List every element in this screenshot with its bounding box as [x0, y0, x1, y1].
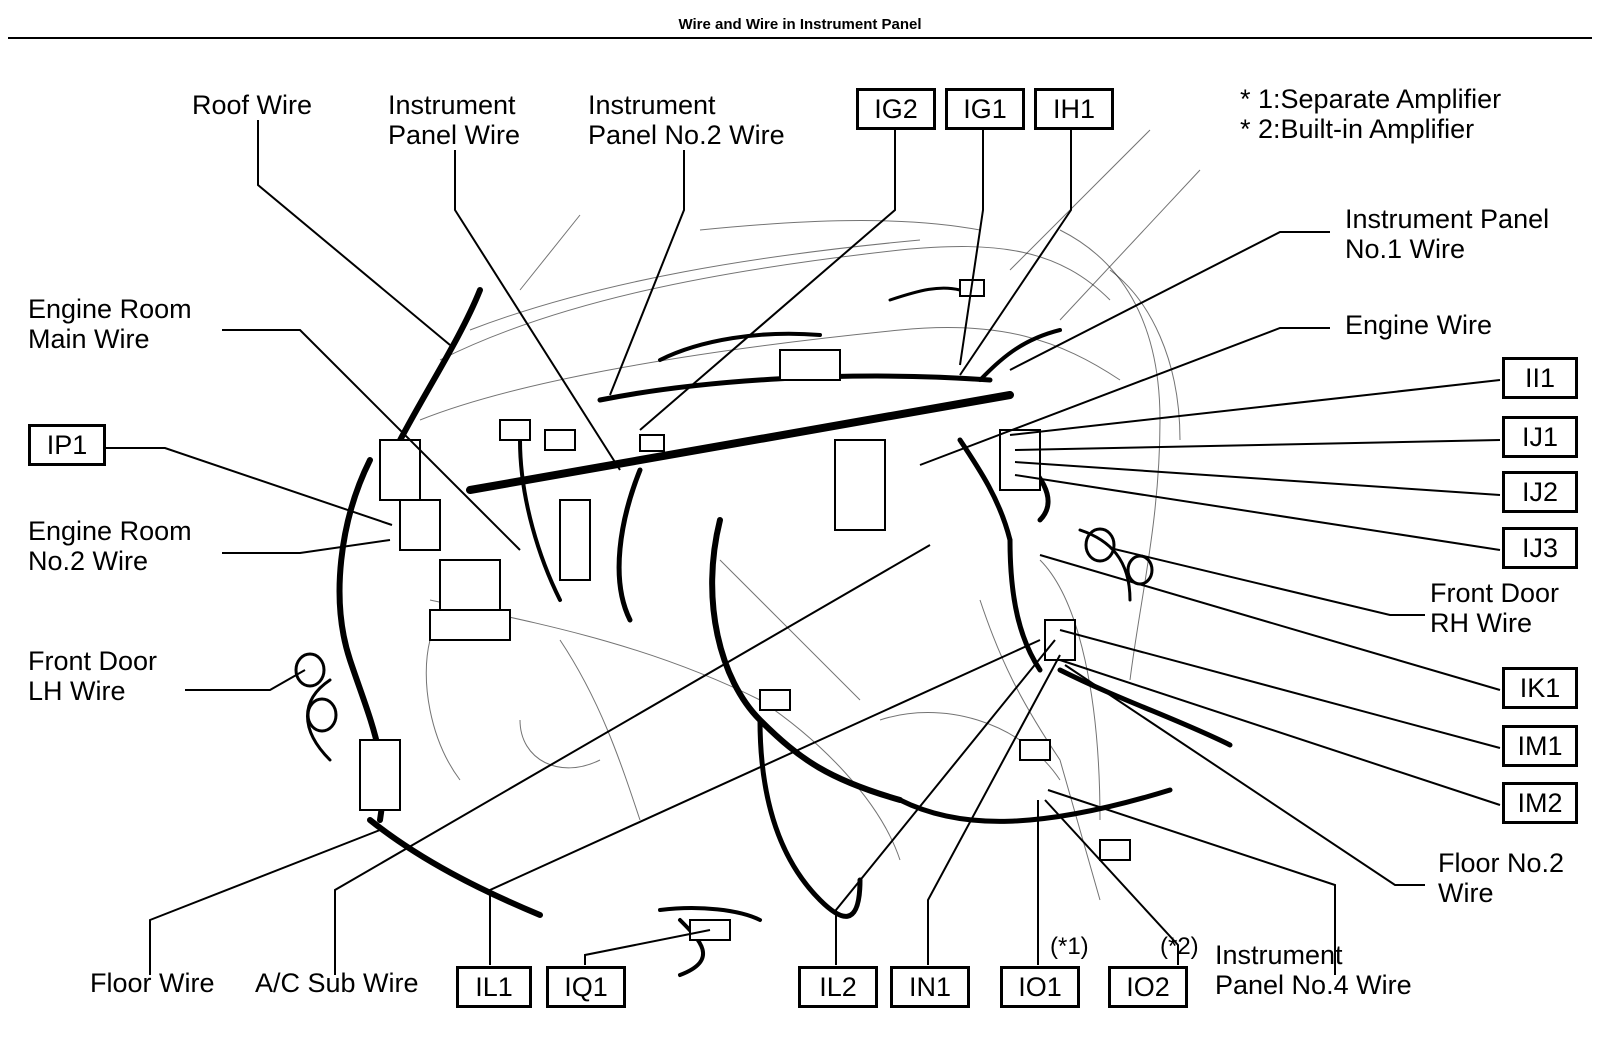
mark-io1-amplifier: (*1) — [1050, 933, 1089, 960]
note-built-in-amplifier: * 2:Built-in Amplifier — [1240, 114, 1475, 144]
leader-lines — [105, 120, 1501, 975]
label-front-door-lh-wire-line1: Front Door — [28, 646, 158, 676]
connector-blocks — [359, 279, 1131, 941]
label-roof-wire: Roof Wire — [192, 90, 313, 120]
connector-ij2[interactable]: IJ2 — [1502, 471, 1578, 513]
label-engine-room-main-wire-line2: Main Wire — [28, 324, 150, 354]
connector-ig1[interactable]: IG1 — [945, 88, 1025, 130]
mark-io2-amplifier: (*2) — [1160, 933, 1199, 960]
page-title: Wire and Wire in Instrument Panel — [678, 16, 922, 33]
label-ac-sub-wire: A/C Sub Wire — [255, 968, 419, 998]
connector-iq1[interactable]: IQ1 — [546, 966, 626, 1008]
connector-in1[interactable]: IN1 — [890, 966, 970, 1008]
title-rule — [8, 37, 1592, 39]
label-instrument-panel-no2-wire-line1: Instrument — [588, 90, 716, 120]
label-engine-room-main-wire-line1: Engine Room — [28, 294, 192, 324]
label-engine-room-no2-wire-line2: No.2 Wire — [28, 546, 149, 576]
label-instrument-panel-no4-wire-line1: Instrument — [1215, 940, 1343, 970]
connector-il2[interactable]: IL2 — [798, 966, 878, 1008]
connector-ii1[interactable]: II1 — [1502, 357, 1578, 399]
label-instrument-panel-no1-wire-line2: No.1 Wire — [1345, 234, 1466, 264]
label-front-door-lh-wire-line2: LH Wire — [28, 676, 126, 706]
label-instrument-panel-no2-wire-line2: Panel No.2 Wire — [588, 120, 785, 150]
label-floor-no2-wire-line2: Wire — [1438, 878, 1494, 908]
connector-io1[interactable]: IO1 — [1000, 966, 1080, 1008]
connector-ip1[interactable]: IP1 — [28, 424, 106, 466]
note-separate-amplifier: * 1:Separate Amplifier — [1240, 84, 1502, 114]
connector-io2[interactable]: IO2 — [1108, 966, 1188, 1008]
label-engine-room-no2-wire-line1: Engine Room — [28, 516, 192, 546]
label-front-door-rh-wire-line2: RH Wire — [1430, 608, 1532, 638]
label-floor-wire: Floor Wire — [90, 968, 215, 998]
connector-im1[interactable]: IM1 — [1502, 725, 1578, 767]
connector-ih1[interactable]: IH1 — [1034, 88, 1114, 130]
connector-ij3[interactable]: IJ3 — [1502, 527, 1578, 569]
connector-ig2[interactable]: IG2 — [856, 88, 936, 130]
connector-ij1[interactable]: IJ1 — [1502, 416, 1578, 458]
label-instrument-panel-wire-line2: Panel Wire — [388, 120, 521, 150]
connector-ik1[interactable]: IK1 — [1502, 667, 1578, 709]
label-instrument-panel-no1-wire-line1: Instrument Panel — [1345, 204, 1550, 234]
label-floor-no2-wire-line1: Floor No.2 — [1438, 848, 1565, 878]
connector-il1[interactable]: IL1 — [456, 966, 532, 1008]
connector-im2[interactable]: IM2 — [1502, 782, 1578, 824]
main-harness — [306, 286, 1233, 977]
dashboard-outline — [419, 129, 1201, 901]
label-instrument-panel-no4-wire-line2: Panel No.4 Wire — [1215, 970, 1412, 1000]
label-engine-wire: Engine Wire — [1345, 310, 1493, 340]
label-instrument-panel-wire-line1: Instrument — [388, 90, 516, 120]
label-front-door-rh-wire-line1: Front Door — [1430, 578, 1560, 608]
